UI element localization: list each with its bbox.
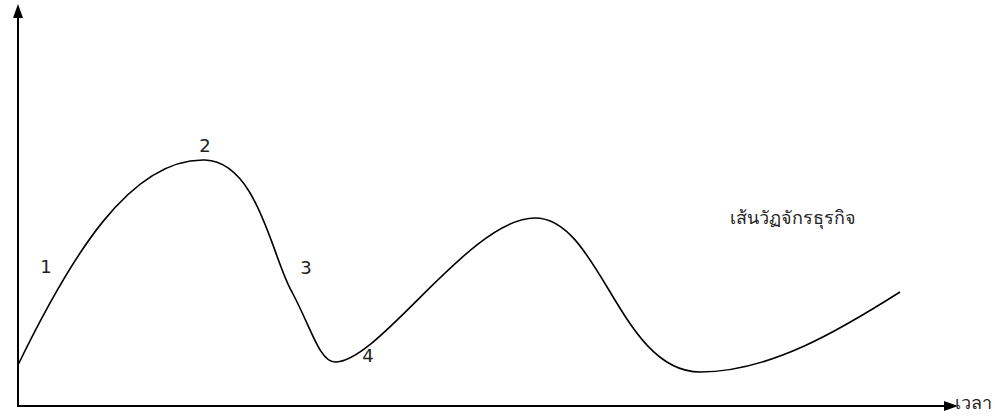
curve-label: เส้นวัฏจักรธุรกิจ [730,207,856,229]
y-axis [17,14,19,406]
phase-number: 3 [300,257,311,279]
y-axis-arrowhead [13,4,23,18]
phase-number: 4 [362,345,373,367]
axis-label: เวลา [955,392,992,414]
business-cycle-curve [18,160,900,372]
x-axis [17,405,948,407]
phase-number: 1 [40,256,51,278]
phase-number: 2 [199,135,210,157]
